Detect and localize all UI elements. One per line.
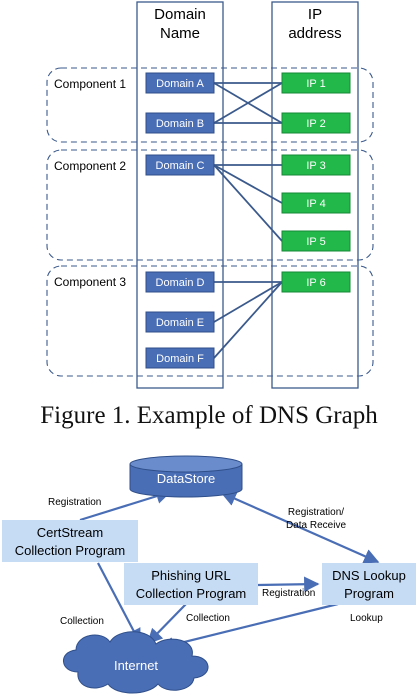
component-2-group bbox=[46, 149, 374, 261]
internet-label: Internet bbox=[114, 658, 158, 673]
ip-6-node bbox=[281, 271, 351, 293]
label-lookup: Lookup bbox=[350, 613, 383, 624]
ip-column bbox=[271, 1, 359, 389]
domain-f-node bbox=[145, 347, 215, 369]
phishing-url-box bbox=[124, 563, 258, 605]
ip-3-node bbox=[281, 154, 351, 176]
ip-4-node bbox=[281, 192, 351, 214]
ip-1-node bbox=[281, 72, 351, 94]
domain-b-node bbox=[145, 112, 215, 134]
arrow-dns-to-internet bbox=[158, 602, 339, 653]
certstream-label-line1: CertStream bbox=[37, 525, 103, 540]
domain-c-node bbox=[145, 154, 215, 176]
label-registration-receive-line2: Data Receive bbox=[286, 520, 346, 531]
label-registration-left: Registration bbox=[48, 497, 101, 508]
label-collection-left: Collection bbox=[60, 616, 104, 627]
certstream-label-line2: Collection Program bbox=[15, 543, 126, 558]
figure1-caption: Figure 1. Example of DNS Graph bbox=[40, 402, 378, 429]
datastore-label: DataStore bbox=[157, 471, 216, 486]
dns-label-line1: DNS Lookup bbox=[332, 568, 406, 583]
domain-nodes: Domain A Domain B Domain C Domain D Doma… bbox=[145, 72, 215, 369]
arrow-datastore-dns-bidirectional bbox=[220, 491, 380, 564]
domain-d-label: Domain D bbox=[156, 277, 205, 289]
component-1-label: Component 1 bbox=[54, 77, 126, 91]
dns-label-line2: Program bbox=[344, 586, 394, 601]
ip-nodes: IP 1 IP 2 IP 3 IP 4 IP 5 IP 6 bbox=[281, 72, 351, 293]
arrow-phishing-to-internet bbox=[146, 603, 187, 645]
datastore-cylinder: DataStore bbox=[129, 455, 243, 498]
ip-5-node bbox=[281, 230, 351, 252]
internet-cloud: Internet bbox=[63, 631, 209, 694]
domain-c-label: Domain C bbox=[156, 160, 205, 172]
edge-b-ip1 bbox=[213, 82, 283, 124]
edge-c-ip4 bbox=[213, 164, 283, 204]
graph-edges bbox=[213, 82, 283, 359]
domain-e-node bbox=[145, 311, 215, 333]
component-3-label: Component 3 bbox=[54, 275, 126, 289]
ip-column-header-line2: address bbox=[288, 25, 341, 42]
ip-2-label: IP 2 bbox=[306, 118, 325, 130]
ip-4-label: IP 4 bbox=[306, 198, 325, 210]
component-1-group bbox=[46, 67, 374, 143]
label-registration-mid: Registration bbox=[262, 588, 315, 599]
component-2-label: Component 2 bbox=[54, 159, 126, 173]
domain-f-label: Domain F bbox=[156, 353, 204, 365]
ip-6-label: IP 6 bbox=[306, 277, 325, 289]
figure2-system-diagram: DataStore CertStream Collection Program … bbox=[2, 455, 416, 694]
ip-column-header-line1: IP bbox=[308, 6, 322, 23]
domain-column-header-line1: Domain bbox=[154, 6, 206, 23]
figure1-dns-graph: Domain Name IP address Component 1 Compo… bbox=[46, 1, 374, 389]
phishing-label-line1: Phishing URL bbox=[151, 568, 231, 583]
domain-b-label: Domain B bbox=[156, 118, 204, 130]
domain-e-label: Domain E bbox=[156, 317, 204, 329]
arrow-phishing-to-dns bbox=[257, 576, 320, 592]
ip-2-node bbox=[281, 112, 351, 134]
domain-a-label: Domain A bbox=[156, 78, 204, 90]
flow-arrows bbox=[79, 488, 380, 653]
edge-e-ip6 bbox=[213, 281, 283, 323]
domain-d-node bbox=[145, 271, 215, 293]
edge-c-ip5 bbox=[213, 164, 283, 242]
ip-5-label: IP 5 bbox=[306, 236, 325, 248]
ip-3-label: IP 3 bbox=[306, 160, 325, 172]
domain-column bbox=[136, 1, 224, 389]
label-collection-mid: Collection bbox=[186, 613, 230, 624]
component-3-group bbox=[46, 265, 374, 377]
label-registration-receive-line1: Registration/ bbox=[288, 507, 344, 518]
domain-column-header-line2: Name bbox=[160, 25, 200, 42]
ip-1-label: IP 1 bbox=[306, 78, 325, 90]
certstream-box bbox=[2, 520, 138, 562]
arrow-certstream-to-datastore bbox=[79, 488, 172, 522]
arrow-certstream-to-internet bbox=[97, 562, 141, 645]
dns-lookup-box bbox=[322, 563, 416, 605]
edge-f-ip6 bbox=[213, 281, 283, 359]
phishing-label-line2: Collection Program bbox=[136, 586, 247, 601]
domain-a-node bbox=[145, 72, 215, 94]
